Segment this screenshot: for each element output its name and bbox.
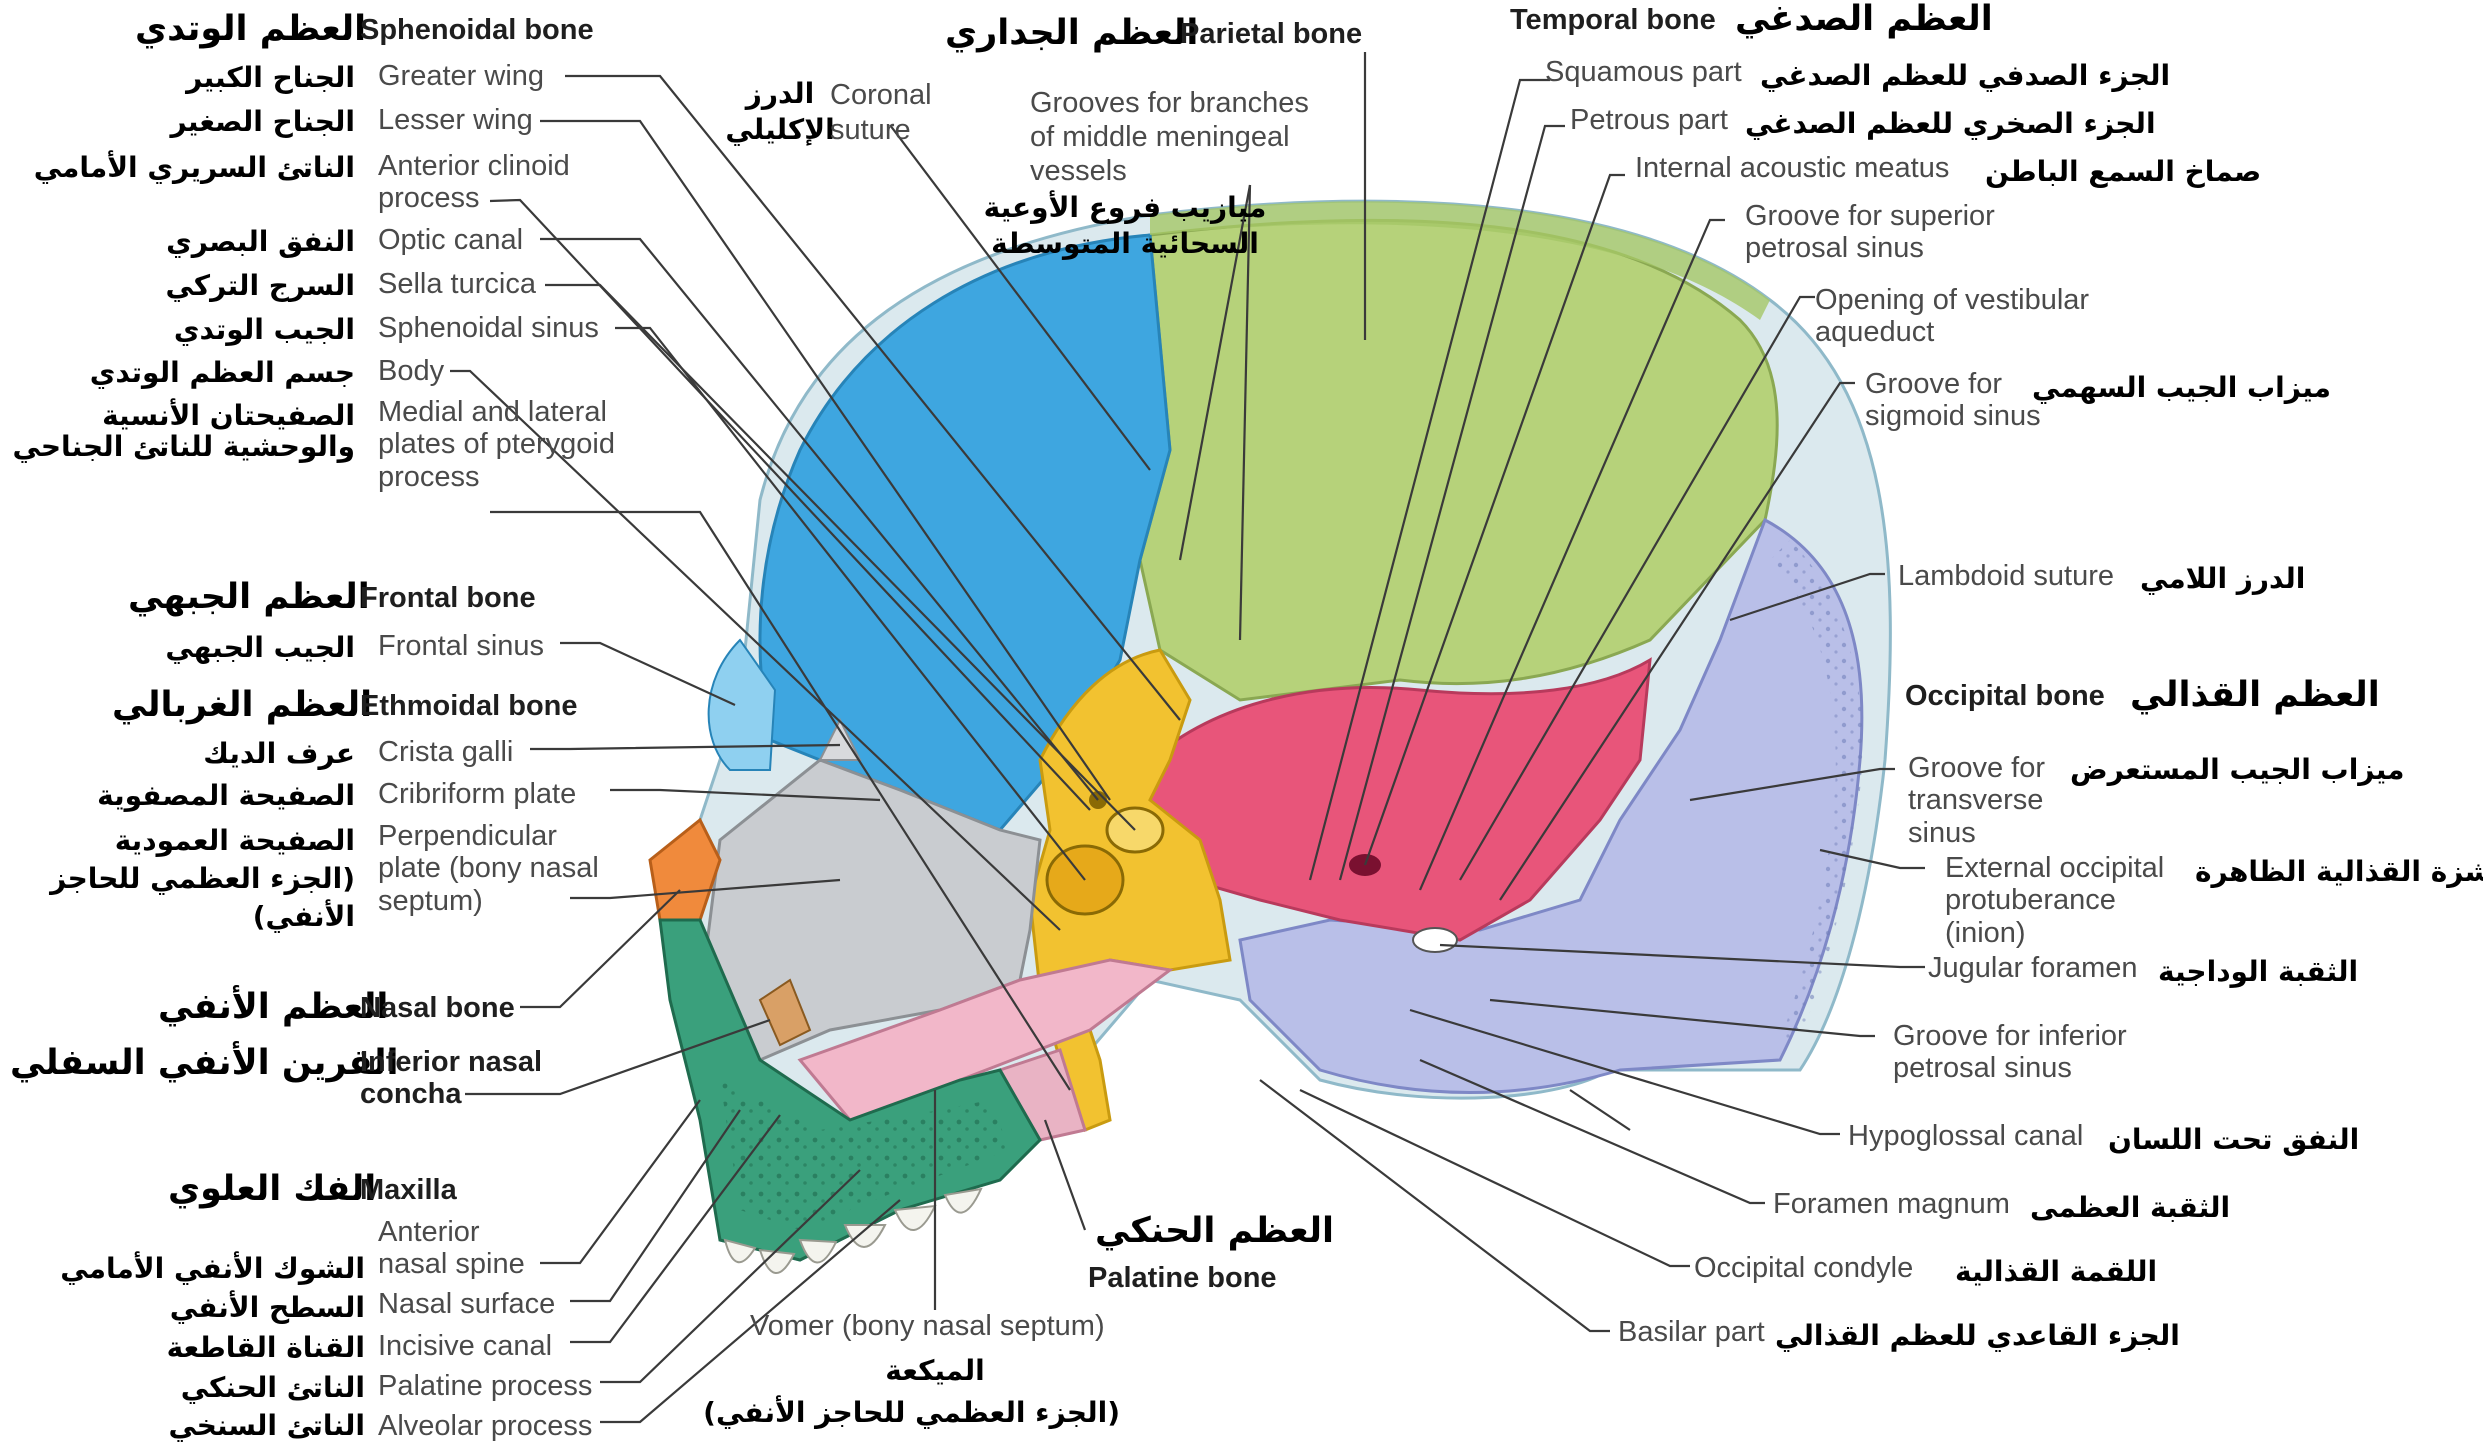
transverse-sinus-groove-en: Groove for transverse sinus [1908,752,2073,849]
hypoglossal-canal-en: Hypoglossal canal [1848,1120,2083,1152]
coronal-suture-ar: الدرز الإكليلي [720,76,840,149]
nasal-surface-ar: السطح الأنفي [130,1292,365,1323]
squamous-part-en: Squamous part [1545,56,1742,88]
sella-turcica-ar: السرج التركي [130,270,355,301]
alveolar-process-ar: الناتئ السنخي [130,1410,365,1441]
palatine-process-en: Palatine process [378,1370,592,1402]
parietal-bone-en: Parietal bone [1180,18,1362,50]
greater-wing-ar: الجناح الكبير [130,62,355,93]
transverse-sinus-groove-ar: ميزاب الجيب المستعرض [2070,754,2404,785]
lesser-wing-ar: الجناح الصغير [130,106,355,137]
basilar-part-en: Basilar part [1618,1316,1765,1348]
sigmoid-groove-ar: ميزاب الجيب السهمي [2032,372,2331,403]
vomer-en: Vomer (bony nasal septum) [750,1310,1105,1342]
ethmoid-heading-en: Ethmoidal bone [360,690,578,722]
optic-canal-en: Optic canal [378,224,523,256]
parietal-bone-ar: العظم الجداري [945,14,1198,53]
alveolar-process-en: Alveolar process [378,1410,592,1442]
nasal-bone-en: Nasal bone [360,992,515,1024]
external-occipital-protuberance-ar: الناشزة القذالية الظاهرة [2195,856,2483,887]
jugular-foramen-hole [1413,928,1457,952]
sphenoidal-sinus-ar: الجيب الوتدي [130,314,355,345]
jugular-foramen-ar: الثقبة الوداجية [2158,956,2358,987]
occipital-condyle-en: Occipital condyle [1694,1252,1913,1284]
occipital-heading-ar: العظم القذالي [2130,676,2380,715]
temporal-heading-ar: العظم الصدغي [1735,0,1993,39]
lesser-wing-en: Lesser wing [378,104,533,136]
sigmoid-groove-en: Groove for sigmoid sinus [1865,368,2055,433]
optic-canal-ar: النفق البصري [130,226,355,257]
maxilla-heading-ar: الفك العلوي [168,1170,376,1209]
basilar-part-ar: الجزء القاعدي للعظم القذالي [1775,1320,2180,1351]
internal-acoustic-meatus-en: Internal acoustic meatus [1635,152,1949,184]
squamous-part-ar: الجزء الصدفي للعظم الصدغي [1760,60,2170,91]
anterior-clinoid-ar: الناتئ السريري الأمامي [30,152,355,183]
cribriform-plate-ar: الصفيحة المصفوية [60,780,355,811]
foramen-magnum-en: Foramen magnum [1773,1188,2010,1220]
crista-galli-ar: عرف الديك [130,738,355,769]
occipital-condyle-ar: اللقمة القذالية [1955,1256,2157,1287]
petrous-part-en: Petrous part [1570,104,1728,136]
nasal-bone-ar: العظم الأنفي [158,988,388,1027]
cribriform-plate-en: Cribriform plate [378,778,576,810]
external-occipital-protuberance-en: External occipital protuberance (inion) [1945,852,2195,949]
hypoglossal-canal-ar: النفق تحت اللسان [2108,1124,2359,1155]
palatine-process-ar: الناتئ الحنكي [130,1372,365,1403]
nasal-surface-en: Nasal surface [378,1288,555,1320]
frontal-sinus-ar: الجيب الجبهي [130,632,355,663]
sphenoidal-sinus-en: Sphenoidal sinus [378,312,599,344]
superior-petrosal-groove-en: Groove for superior petrosal sinus [1745,200,2025,265]
lambdoid-suture-ar: الدرز اللامي [2140,563,2305,594]
inferior-petrosal-groove-en: Groove for inferior petrosal sinus [1893,1020,2143,1085]
sphenoid-heading-en: Sphenoidal bone [360,14,594,46]
vomer-ar-2: (الجزء العظمي للحاجز الأنفي) [760,1397,1120,1428]
inferior-concha-ar: القرين الأنفي السفلي [10,1044,399,1083]
palatine-bone-en: Palatine bone [1088,1262,1277,1294]
incisive-canal-en: Incisive canal [378,1330,552,1362]
pterygoid-plates-en: Medial and lateral plates of pterygoid p… [378,396,658,493]
sphenoid-body-ar: جسم العظم الوتدي [100,357,355,388]
sella-turcica-en: Sella turcica [378,268,536,300]
maxilla-heading-en: Maxilla [360,1174,457,1206]
sphenoid-body-en: Body [378,355,444,387]
ethmoid-heading-ar: العظم الغربالي [112,686,372,725]
greater-wing-en: Greater wing [378,60,544,92]
inferior-concha-en: Inferior nasal concha [360,1046,570,1111]
perpendicular-plate-ar: الصفيحة العمودية (الجزء العظمي للحاجز ال… [40,822,355,935]
frontal-sinus-en: Frontal sinus [378,630,544,662]
internal-acoustic-meatus-ar: صماخ السمع الباطن [1985,156,2261,187]
sphenoid-heading-ar: العظم الوتدي [135,10,366,49]
lambdoid-suture-en: Lambdoid suture [1898,560,2114,592]
coronal-suture-en: Coronal suture [830,78,950,148]
foramen-magnum-ar: الثقبة العظمى [2030,1192,2230,1223]
anterior-nasal-spine-en: Anterior nasal spine [378,1216,548,1281]
anterior-clinoid-en: Anterior clinoid process [378,150,618,215]
incisive-canal-ar: القناة القاطعة [130,1332,365,1363]
jugular-foramen-en: Jugular foramen [1928,952,2138,984]
perpendicular-plate-en: Perpendicular plate (bony nasal septum) [378,820,608,917]
frontal-heading-ar: العظم الجبهي [128,578,370,617]
vomer-ar-1: الميكعة [820,1355,1050,1386]
grooves-meningeal-ar: ميازيب فروع الأوعية السحائية المتوسطة [980,190,1270,263]
palatine-bone-ar: العظم الحنكي [1095,1212,1334,1251]
temporal-heading-en: Temporal bone [1510,4,1716,36]
pterygoid-plates-ar: الصفيحتان الأنسية والوحشية للناتئ الجناح… [0,400,355,463]
petrous-part-ar: الجزء الصخري للعظم الصدغي [1745,108,2156,139]
grooves-meningeal-en: Grooves for branches of middle meningeal… [1030,86,1320,189]
frontal-heading-en: Frontal bone [360,582,536,614]
occipital-heading-en: Occipital bone [1905,680,2105,712]
vestibular-aqueduct-en: Opening of vestibular aqueduct [1815,284,2115,349]
crista-galli-en: Crista galli [378,736,513,768]
anterior-nasal-spine-ar: الشوك الأنفي الأمامي [60,1253,365,1284]
